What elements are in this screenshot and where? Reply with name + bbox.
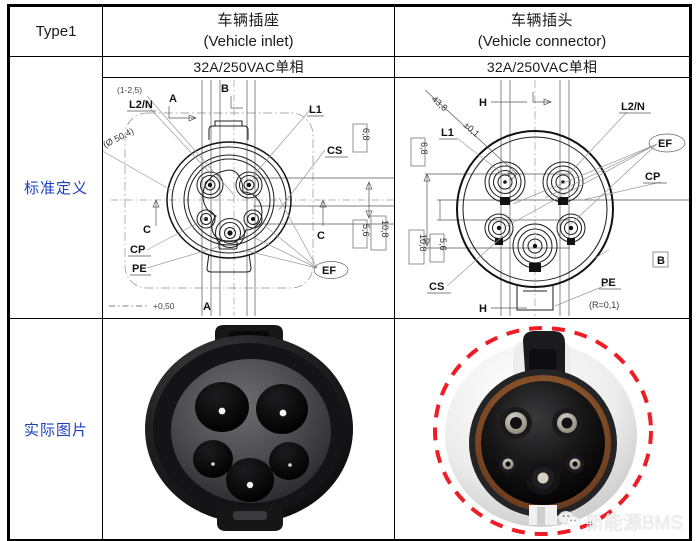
header-connector: 车辆插头 (Vehicle connector) (394, 4, 692, 57)
dim-box-68: 6,8 (352, 123, 371, 153)
photo-inlet-figure (103, 319, 394, 539)
header-connector-title-en: (Vehicle connector) (477, 32, 607, 50)
spec-inlet-cell: 32A/250VAC单相 (102, 56, 395, 78)
photo-inlet-cell (102, 318, 395, 541)
svg-text:10,8: 10,8 (380, 220, 390, 238)
type-cell: Type1 (7, 4, 103, 57)
table-header-row: Type1 车辆插座 (Vehicle inlet) 车辆插头 (Vehicle… (7, 4, 692, 57)
header-inlet: 车辆插座 (Vehicle inlet) (102, 4, 395, 57)
drawing-inlet-figure: .ln{stroke:#9a9a9a;stroke-width:.7;fill:… (103, 78, 394, 318)
svg-text:6,8: 6,8 (419, 142, 429, 155)
dim-radius: (R=0,1) (589, 300, 619, 310)
photo-connector-cell: 新能源BMS (394, 318, 692, 541)
svg-text:EF: EF (322, 265, 336, 277)
row-label-photo-cell: 实际图片 (7, 318, 103, 541)
mark-c-left: C (143, 224, 151, 236)
row-label-standard: 标准定义 (23, 180, 88, 197)
mark-b: B (652, 251, 669, 268)
mark-c-right: C (317, 230, 325, 242)
svg-text:5,6: 5,6 (361, 224, 371, 237)
label-l1: L1 (309, 104, 322, 116)
photo-connector-figure (395, 319, 689, 539)
svg-text:43,8: 43,8 (430, 94, 450, 113)
label-partial-top: (1-2,5) (117, 85, 142, 95)
table-spec-row: 标准定义 32A/250VAC单相 32A/250VAC单相 (7, 56, 692, 319)
dim-box-56: 5,6 (429, 233, 448, 263)
row-label-standard-cell: 标准定义 (7, 56, 103, 319)
label-pe: PE (132, 263, 147, 275)
dim-diameter: (Ø 50,4) (103, 126, 135, 150)
svg-text:±0,1: ±0,1 (462, 120, 482, 139)
drawing-connector-figure: .ln2{stroke:#9a9a9a;stroke-width:.7;fill… (395, 78, 689, 318)
svg-text:5,6: 5,6 (438, 238, 448, 251)
label-l1: L1 (441, 127, 454, 139)
mark-h-bottom: H (479, 303, 487, 315)
label-cs: CS (327, 145, 342, 157)
highlight-circle (433, 326, 653, 536)
spec-connector-cell: 32A/250VAC单相 (394, 56, 692, 78)
header-connector-title-cn: 车辆插头 (510, 12, 573, 30)
svg-text:6,8: 6,8 (361, 128, 371, 141)
drawing-connector-cell: .ln2{stroke:#9a9a9a;stroke-width:.7;fill… (394, 77, 692, 319)
svg-text:B: B (657, 255, 665, 267)
comparison-table: Type1 车辆插座 (Vehicle inlet) 车辆插头 (Vehicle… (7, 4, 692, 541)
table-photo-row: 实际图片 (7, 318, 692, 541)
svg-text:EF: EF (658, 138, 672, 150)
label-l2n: L2/N (129, 99, 153, 111)
label-cs: CS (429, 281, 444, 293)
dim-tolerance: +0,50 (153, 301, 175, 311)
mark-h-top: H (479, 97, 487, 109)
mark-a-bottom: A (203, 301, 211, 313)
dim-box-68: 6,8 (410, 137, 429, 167)
label-cp: CP (130, 244, 145, 256)
mark-a-top: A (169, 93, 177, 105)
header-inlet-title-en: (Vehicle inlet) (203, 32, 294, 50)
row-label-photo: 实际图片 (23, 421, 88, 439)
spec-inlet: 32A/250VAC单相 (193, 59, 304, 75)
dim-box-108: 10,8 (408, 229, 428, 265)
label-cp: CP (645, 171, 660, 183)
label-ef: EF (313, 261, 349, 279)
mark-b-top: B (221, 83, 229, 95)
table-drawing-row: .ln{stroke:#9a9a9a;stroke-width:.7;fill:… (9, 77, 692, 319)
label-pe: PE (601, 277, 616, 289)
dim-box-56: 5,6 (352, 219, 371, 249)
drawing-inlet-cell: .ln{stroke:#9a9a9a;stroke-width:.7;fill:… (102, 77, 395, 319)
svg-text:10,8: 10,8 (418, 234, 428, 252)
type-label: Type1 (35, 22, 77, 40)
header-inlet-title-cn: 车辆插座 (217, 12, 280, 30)
label-l2n: L2/N (621, 101, 645, 113)
label-ef: EF (648, 133, 686, 153)
dim-box-108: 10,8 (370, 215, 390, 251)
spec-connector: 32A/250VAC单相 (486, 59, 598, 75)
